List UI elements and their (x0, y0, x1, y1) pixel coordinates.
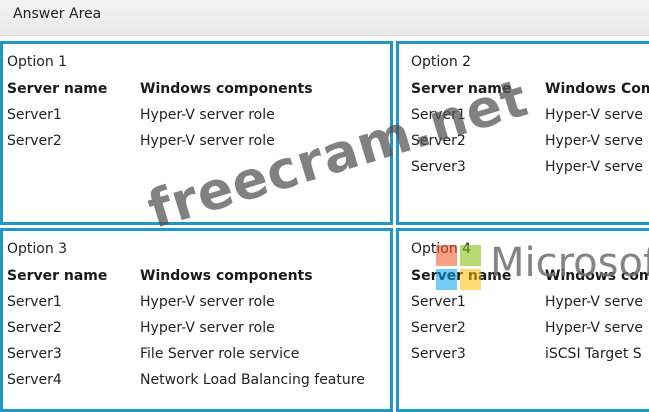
server-cell: Server3 (7, 346, 62, 362)
component-cell: Hyper-V serve (545, 107, 643, 123)
option-1-panel[interactable]: Option 1 Server name Windows components … (0, 41, 393, 225)
component-cell: iSCSI Target S (545, 346, 642, 362)
option-title: Option 1 (7, 54, 68, 70)
server-cell: Server2 (7, 133, 62, 149)
column-header-components: Windows Com (545, 81, 649, 97)
column-header-server: Server name (7, 81, 108, 97)
column-header-components: Windows components (140, 268, 313, 284)
microsoft-logo-icon (436, 245, 482, 291)
server-cell: Server2 (411, 320, 466, 336)
server-cell: Server1 (411, 107, 466, 123)
component-cell: Hyper-V serve (545, 159, 643, 175)
component-cell: File Server role service (140, 346, 300, 362)
component-cell: Network Load Balancing feature (140, 372, 365, 388)
server-cell: Server2 (7, 320, 62, 336)
answer-area-title: Answer Area (13, 6, 102, 22)
component-cell: Hyper-V serve (545, 294, 643, 310)
column-header-components: Windows components (140, 81, 313, 97)
server-cell: Server2 (411, 133, 466, 149)
microsoft-watermark: Microsoft (490, 240, 649, 286)
column-header-components: Windows com (545, 268, 649, 284)
option-title: Option 2 (411, 54, 472, 70)
option-title: Option 3 (7, 241, 68, 257)
component-cell: Hyper-V serve (545, 320, 643, 336)
server-cell: Server1 (411, 294, 466, 310)
component-cell: Hyper-V server role (140, 320, 275, 336)
option-2-panel[interactable]: Option 2 Server name Windows Com Server1… (396, 41, 649, 225)
option-3-panel[interactable]: Option 3 Server name Windows components … (0, 228, 393, 412)
server-cell: Server3 (411, 346, 466, 362)
component-cell: Hyper-V serve (545, 133, 643, 149)
column-header-server: Server name (411, 81, 512, 97)
column-header-server: Server name (7, 268, 108, 284)
server-cell: Server1 (7, 294, 62, 310)
component-cell: Hyper-V server role (140, 294, 275, 310)
server-cell: Server4 (7, 372, 62, 388)
answer-area-header: Answer Area (0, 0, 649, 36)
component-cell: Hyper-V server role (140, 107, 275, 123)
component-cell: Hyper-V server role (140, 133, 275, 149)
server-cell: Server1 (7, 107, 62, 123)
server-cell: Server3 (411, 159, 466, 175)
